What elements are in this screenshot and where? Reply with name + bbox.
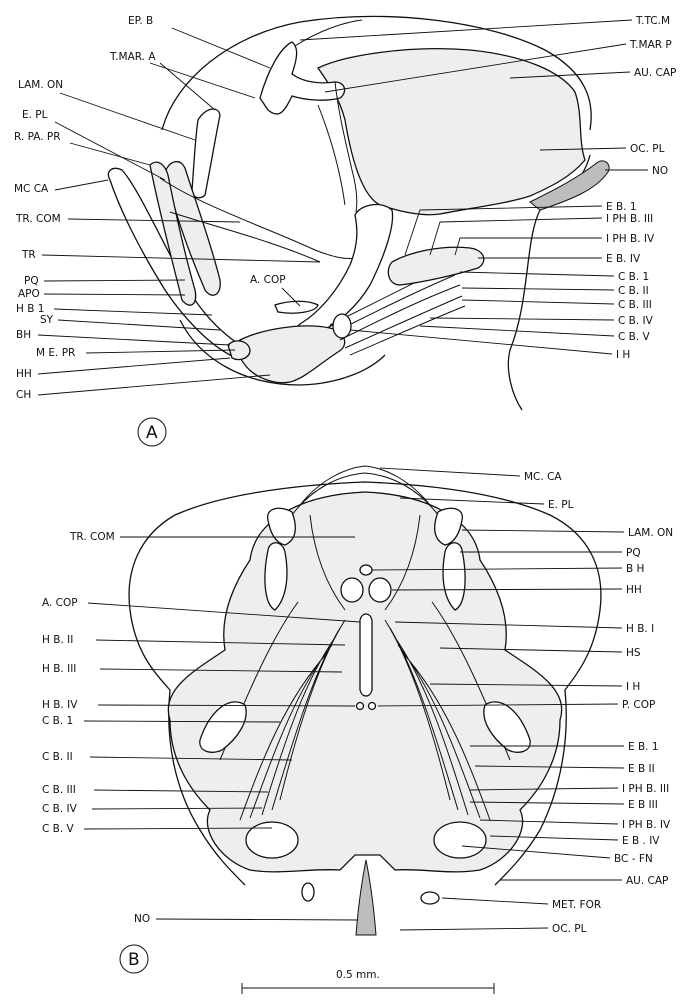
label-a-eb-iv: E B. IV bbox=[606, 253, 641, 265]
label-b-hh: HH bbox=[626, 584, 642, 596]
label-a-tr-com: TR. COM bbox=[15, 213, 61, 225]
label-b-eb-ii: E B II bbox=[628, 763, 655, 775]
label-a-au-cap: AU. CAP bbox=[634, 67, 676, 79]
label-b-lam-on: LAM. ON bbox=[628, 527, 673, 539]
label-b-eb-1: E B. 1 bbox=[628, 741, 659, 753]
panel-b-metotic-left bbox=[302, 883, 314, 901]
label-b-hb-iv: H B. IV bbox=[42, 699, 78, 711]
label-b-bh: B H bbox=[626, 563, 644, 575]
label-b-au-cap: AU. CAP bbox=[626, 875, 668, 887]
label-a-sy: SY bbox=[40, 314, 54, 326]
label-a-lam-on: LAM. ON bbox=[18, 79, 63, 91]
panel-a-epibranchials bbox=[388, 247, 484, 285]
label-a-me-pr: M E. PR bbox=[36, 347, 75, 359]
label-a-bh: BH bbox=[16, 329, 31, 341]
panel-b-pcop-right bbox=[369, 703, 376, 710]
panel-b-pcop-left bbox=[357, 703, 364, 710]
label-a-ih: I H bbox=[616, 349, 630, 361]
label-a-iph-b-iii: I PH B. III bbox=[606, 213, 653, 225]
label-b-hs: HS bbox=[626, 647, 641, 659]
label-a-cb-iv: C B. IV bbox=[618, 315, 654, 327]
label-a-apo: APO bbox=[18, 288, 40, 300]
label-a-t-mar-a: T.MAR. A bbox=[109, 51, 156, 63]
scale-bar: 0.5 mm. bbox=[242, 969, 494, 994]
label-a-cb-1: C B. 1 bbox=[618, 271, 649, 283]
label-a-ch: CH bbox=[16, 389, 31, 401]
label-a-cb-ii: C B. II bbox=[618, 285, 649, 297]
label-b-a-cop: A. COP bbox=[42, 597, 78, 609]
scale-bar-label: 0.5 mm. bbox=[336, 969, 380, 981]
label-b-oc-pl: OC. PL bbox=[552, 923, 587, 935]
label-a-hh: HH bbox=[16, 368, 32, 380]
panel-b-copula bbox=[360, 614, 372, 696]
panel-a-interhyal bbox=[333, 314, 351, 338]
label-a-ep-b: EP. B bbox=[128, 15, 153, 27]
panel-b-basicapsular-right bbox=[434, 822, 486, 858]
panel-b-basicapsular-left bbox=[246, 822, 298, 858]
label-b-p-cop: P. COP bbox=[622, 699, 655, 711]
label-b-eb-iv: E B . IV bbox=[622, 835, 660, 847]
label-a-a-cop: A. COP bbox=[250, 274, 286, 286]
label-a-t-tc-m: T.TC.M bbox=[635, 15, 670, 27]
label-a-iph-b-iv: I PH B. IV bbox=[606, 233, 655, 245]
label-b-hb-iii: H B. III bbox=[42, 663, 76, 675]
panel-b-hypohyal-right bbox=[369, 578, 391, 602]
panel-b-hypohyal-left bbox=[341, 578, 363, 602]
label-a-t-mar-p: T.MAR P bbox=[629, 39, 672, 51]
label-b-hb-i-right: H B. I bbox=[626, 623, 654, 635]
label-a-eb-1: E B. 1 bbox=[606, 201, 637, 213]
panel-b-notochord bbox=[356, 860, 376, 935]
label-a-mc-ca: MC CA bbox=[14, 183, 49, 195]
label-b-cb-v: C B. V bbox=[42, 823, 75, 835]
panel-a-auditory-capsule bbox=[318, 49, 585, 215]
label-b-met-for: MET. FOR bbox=[552, 899, 601, 911]
panel-b-letter: B bbox=[128, 950, 140, 970]
panel-b-metotic-right bbox=[421, 892, 439, 904]
panel-a-ceratohyal bbox=[237, 326, 345, 383]
label-b-mc-ca: MC. CA bbox=[524, 471, 562, 483]
panel-a-letter: A bbox=[146, 423, 158, 443]
label-b-eb-iii: E B III bbox=[628, 799, 658, 811]
label-a-pq: PQ bbox=[24, 275, 39, 287]
label-b-hb-ii: H B. II bbox=[42, 634, 73, 646]
label-b-cb-iv: C B. IV bbox=[42, 803, 78, 815]
label-a-e-pl: E. PL bbox=[22, 109, 48, 121]
label-b-no: NO bbox=[134, 913, 150, 925]
label-a-no: NO bbox=[652, 165, 668, 177]
label-a-oc-pl: OC. PL bbox=[630, 143, 665, 155]
panel-b-drawing bbox=[129, 466, 601, 935]
panel-a-taenia-tecti bbox=[295, 20, 362, 46]
label-b-iph-b-iii: I PH B. III bbox=[622, 783, 669, 795]
label-b-e-pl: E. PL bbox=[548, 499, 574, 511]
label-a-tr: TR bbox=[21, 249, 36, 261]
label-a-r-pa-pr: R. PA. PR bbox=[14, 131, 61, 143]
panel-a-lamina-orbitonasalis bbox=[192, 109, 220, 198]
label-b-bc-fn: BC - FN bbox=[614, 853, 653, 865]
label-b-ih: I H bbox=[626, 681, 640, 693]
scale-bar-line bbox=[242, 983, 494, 994]
label-b-cb-ii: C B. II bbox=[42, 751, 73, 763]
label-b-tr-com: TR. COM bbox=[69, 531, 115, 543]
label-b-pq: PQ bbox=[626, 547, 641, 559]
panel-b-basihyal bbox=[360, 565, 372, 575]
label-a-cb-v: C B. V bbox=[618, 331, 651, 343]
label-b-iph-b-iv: I PH B. IV bbox=[622, 819, 671, 831]
label-a-cb-iii: C B. III bbox=[618, 299, 652, 311]
label-b-cb-iii: C B. III bbox=[42, 784, 76, 796]
label-b-cb-1: C B. 1 bbox=[42, 715, 73, 727]
